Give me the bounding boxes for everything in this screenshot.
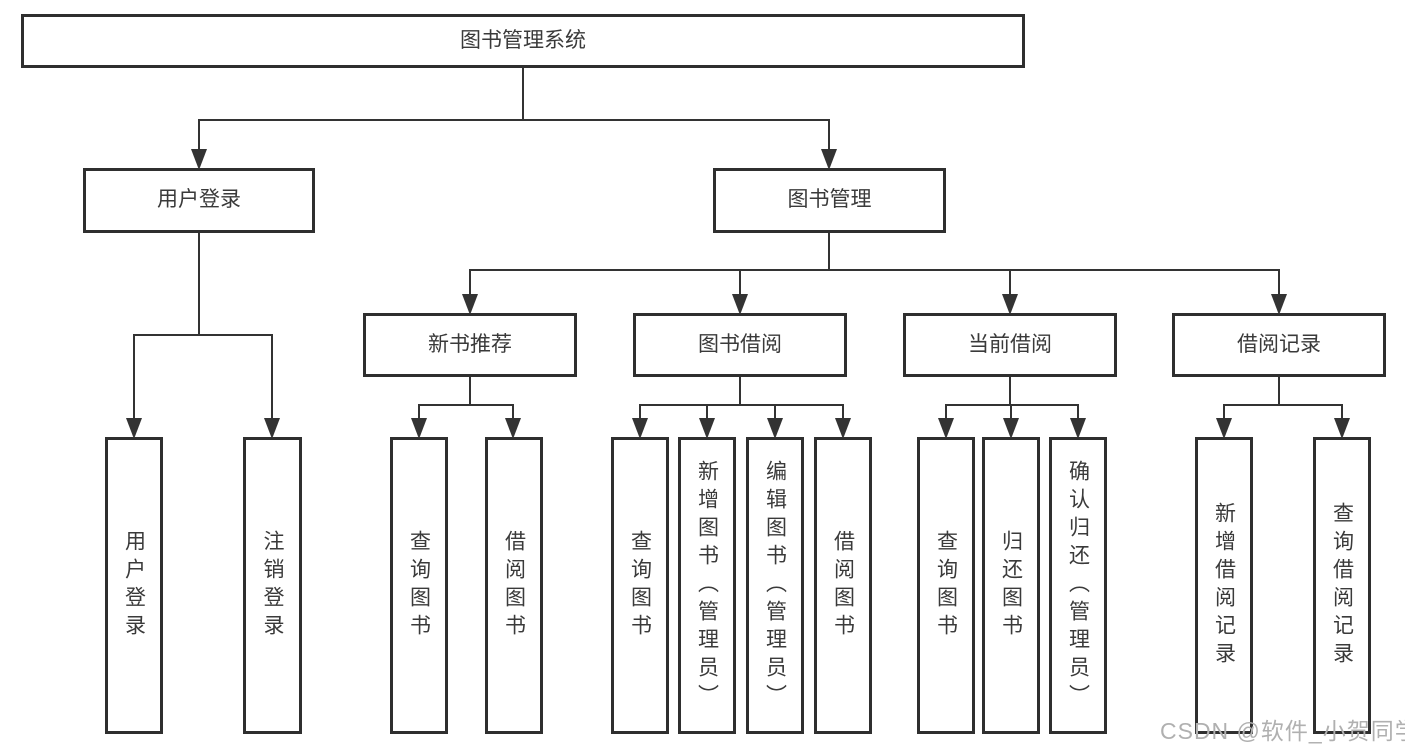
node-label: 用户登录 — [157, 188, 241, 212]
connector-vline-24 — [1223, 405, 1225, 421]
node-label: 新增图书（管理员） — [695, 459, 719, 712]
arrowhead-down-12 — [767, 418, 783, 439]
arrowhead-down-3 — [264, 418, 280, 439]
arrowhead-down-9 — [505, 418, 521, 439]
node-label: 查询借阅记录 — [1330, 501, 1354, 670]
arrowhead-down-14 — [938, 418, 954, 439]
connector-vline-7 — [469, 270, 471, 297]
connector-vline-19 — [774, 405, 776, 421]
arrowhead-down-8 — [411, 418, 427, 439]
node-search-books-current: 查询图书 — [917, 437, 975, 734]
arrowhead-down-10 — [632, 418, 648, 439]
arrowhead-down-4 — [462, 294, 478, 315]
connector-vline-16 — [512, 405, 514, 421]
node-user-login-leaf: 用户登录 — [105, 437, 163, 734]
connector-vline-21 — [945, 405, 947, 421]
arrowhead-down-5 — [732, 294, 748, 315]
node-label: 借阅图书 — [502, 529, 526, 642]
node-add-borrowing-record: 新增借阅记录 — [1195, 437, 1253, 734]
connector-vline-5 — [271, 335, 273, 421]
csdn-watermark: CSDN @软件_小贺同学 — [1160, 718, 1405, 744]
node-search-borrowing-record: 查询借阅记录 — [1313, 437, 1371, 734]
connector-vline-17 — [639, 405, 641, 421]
arrowhead-down-17 — [1216, 418, 1232, 439]
arrowhead-down-13 — [835, 418, 851, 439]
node-label: 新增借阅记录 — [1212, 501, 1236, 670]
node-search-books-recommend: 查询图书 — [390, 437, 448, 734]
node-label: 图书管理 — [787, 188, 872, 212]
connector-vline-9 — [1009, 270, 1011, 297]
node-borrow-books-recommend: 借阅图书 — [485, 437, 543, 734]
node-library-management-system: 图书管理系统 — [21, 14, 1025, 68]
node-logout-leaf: 注销登录 — [243, 437, 302, 734]
node-label: 图书管理系统 — [460, 28, 586, 52]
arrowhead-down-6 — [1002, 294, 1018, 315]
node-confirm-return-admin: 确认归还（管理员） — [1049, 437, 1107, 734]
connector-vline-8 — [739, 270, 741, 297]
connector-vline-0 — [522, 68, 524, 121]
connector-hline-2 — [469, 269, 1280, 271]
node-book-borrowing: 图书借阅 — [633, 313, 847, 377]
node-label: 查询图书 — [407, 529, 431, 642]
arrowhead-down-0 — [191, 149, 207, 170]
connector-hline-0 — [198, 119, 830, 121]
node-label: 归还图书 — [999, 529, 1023, 642]
connector-vline-4 — [133, 335, 135, 421]
node-label: 借阅图书 — [831, 529, 855, 642]
node-label: 确认归还（管理员） — [1066, 459, 1090, 712]
connector-hline-1 — [133, 334, 273, 336]
node-book-management: 图书管理 — [713, 168, 946, 233]
arrowhead-down-1 — [821, 149, 837, 170]
connector-vline-18 — [706, 405, 708, 421]
node-label: 借阅记录 — [1237, 332, 1321, 356]
node-label: 注销登录 — [261, 529, 284, 642]
connector-hline-3 — [418, 404, 514, 406]
connector-vline-11 — [469, 377, 471, 406]
node-label: 当前借阅 — [968, 332, 1052, 356]
connector-vline-6 — [828, 233, 830, 271]
connector-hline-5 — [945, 404, 1079, 406]
node-borrowing-records: 借阅记录 — [1172, 313, 1386, 377]
node-edit-books-admin: 编辑图书（管理员） — [746, 437, 804, 734]
connector-hline-4 — [639, 404, 844, 406]
node-add-books-admin: 新增图书（管理员） — [678, 437, 736, 734]
node-label: 新书推荐 — [428, 332, 512, 356]
connector-vline-20 — [842, 405, 844, 421]
node-label: 编辑图书（管理员） — [763, 459, 787, 712]
arrowhead-down-2 — [126, 418, 142, 439]
connector-vline-12 — [739, 377, 741, 406]
node-label: 用户登录 — [122, 529, 146, 642]
node-current-borrowing: 当前借阅 — [903, 313, 1117, 377]
node-return-books: 归还图书 — [982, 437, 1040, 734]
arrowhead-down-11 — [699, 418, 715, 439]
node-search-books-borrowing: 查询图书 — [611, 437, 669, 734]
connector-vline-22 — [1010, 405, 1012, 421]
node-label: 查询图书 — [628, 529, 652, 642]
node-label: 图书借阅 — [698, 332, 782, 356]
node-new-book-recommendation: 新书推荐 — [363, 313, 577, 377]
connector-vline-1 — [198, 120, 200, 152]
connector-vline-3 — [198, 233, 200, 336]
arrowhead-down-18 — [1334, 418, 1350, 439]
connector-vline-10 — [1278, 270, 1280, 297]
connector-vline-14 — [1278, 377, 1280, 406]
connector-hline-6 — [1223, 404, 1343, 406]
connector-vline-23 — [1077, 405, 1079, 421]
connector-vline-2 — [828, 120, 830, 152]
connector-vline-15 — [418, 405, 420, 421]
connector-vline-25 — [1341, 405, 1343, 421]
arrowhead-down-15 — [1003, 418, 1019, 439]
node-borrow-books-borrowing: 借阅图书 — [814, 437, 872, 734]
connector-vline-13 — [1009, 377, 1011, 406]
node-user-login: 用户登录 — [83, 168, 315, 233]
node-label: 查询图书 — [934, 529, 958, 642]
arrowhead-down-7 — [1271, 294, 1287, 315]
arrowhead-down-16 — [1070, 418, 1086, 439]
